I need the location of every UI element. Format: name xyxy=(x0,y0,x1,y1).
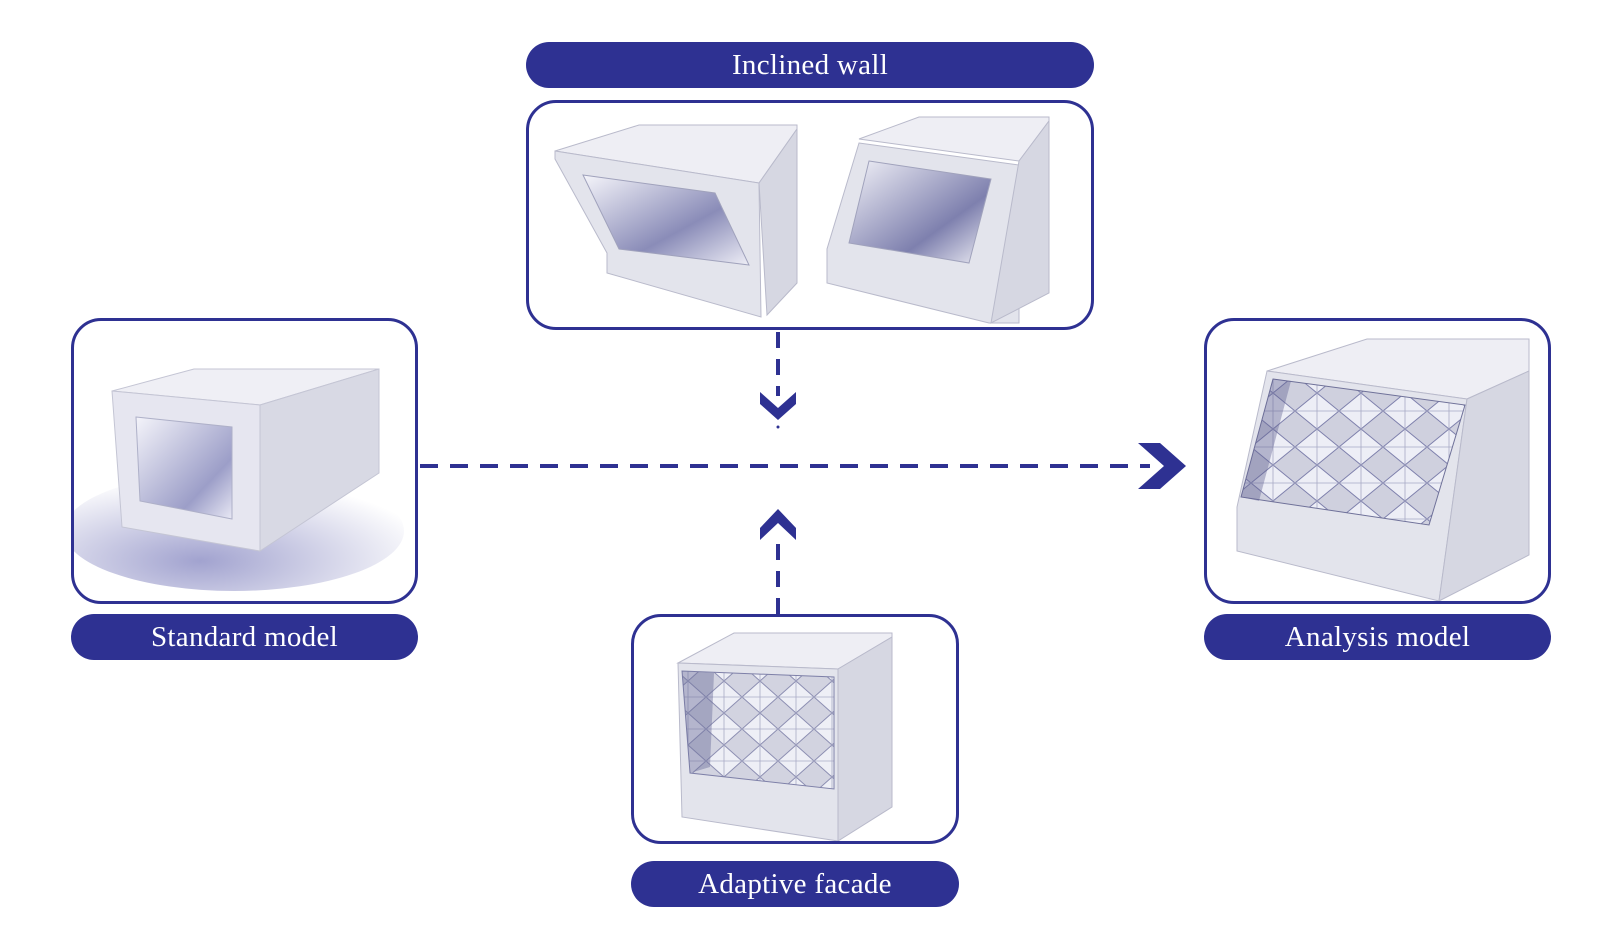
analysis-model-panel xyxy=(1204,318,1551,604)
inclined-wall-illustration xyxy=(554,116,1050,324)
arrowhead-up-icon xyxy=(760,509,796,540)
inclined-box-right xyxy=(826,116,1050,324)
standard-model-illustration xyxy=(74,368,404,591)
inclined-wall-label: Inclined wall xyxy=(526,42,1094,88)
arrowhead-down-icon xyxy=(760,392,796,420)
arrowhead-right-icon xyxy=(1138,443,1186,489)
analysis-model-label: Analysis model xyxy=(1204,614,1551,660)
center-dot xyxy=(776,425,780,429)
standard-box xyxy=(111,368,380,552)
inclined-wall-panel xyxy=(526,100,1094,330)
standard-model-label: Standard model xyxy=(71,614,418,660)
adaptive-facade-illustration xyxy=(676,632,893,841)
adaptive-facade-panel xyxy=(631,614,959,844)
adaptive-box xyxy=(676,632,893,841)
adaptive-facade-label: Adaptive facade xyxy=(631,861,959,907)
analysis-box xyxy=(1236,338,1530,601)
standard-model-panel xyxy=(71,318,418,604)
inclined-box-left xyxy=(554,124,798,318)
analysis-model-illustration xyxy=(1236,338,1530,601)
